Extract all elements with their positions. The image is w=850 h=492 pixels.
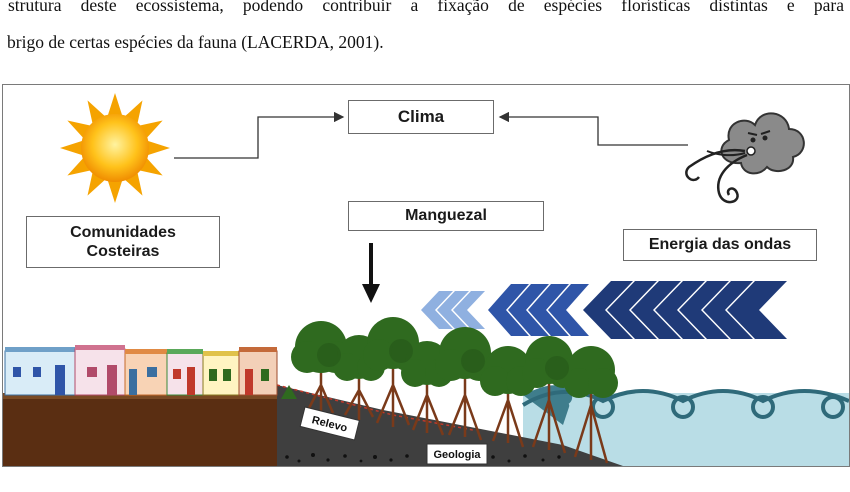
relevo-tag: Relevo (299, 406, 360, 441)
comunidades-label-line2: Costeiras (86, 243, 160, 260)
coastal-soil (3, 397, 277, 466)
wind-cloud-icon (685, 112, 805, 204)
mangrove-trees (291, 317, 618, 464)
wind-to-clima-arrow (498, 111, 688, 146)
coastal-houses (4, 345, 278, 396)
mangrove-diagram: Relevo Geologia Clima Manguezal Comunida… (2, 84, 850, 467)
geologia-tag: Geologia (426, 443, 488, 465)
geologia-label: Geologia (433, 449, 481, 461)
clima-box: Clima (348, 100, 494, 134)
manguezal-box: Manguezal (348, 201, 544, 231)
paragraph-line-2: brigo de certas espécies da fauna (LACER… (7, 32, 384, 52)
manguezal-label: Manguezal (405, 207, 487, 225)
clima-label: Clima (397, 106, 445, 126)
relief-slope (277, 385, 623, 466)
sun-to-clima-arrow (174, 111, 345, 159)
energia-ondas-box: Energia das ondas (623, 229, 817, 261)
comunidades-costeiras-box: Comunidades Costeiras (26, 216, 220, 268)
down-arrow-icon (362, 243, 380, 303)
comunidades-label-line1: Comunidades (70, 223, 176, 241)
paragraph-line-1: strutura deste ecossistema, podendo cont… (8, 0, 844, 15)
energia-label: Energia das ondas (648, 236, 792, 254)
wave-chevron-arrows (421, 281, 787, 339)
diagram-canvas: Relevo Geologia (3, 93, 849, 466)
sun-icon (60, 93, 170, 203)
